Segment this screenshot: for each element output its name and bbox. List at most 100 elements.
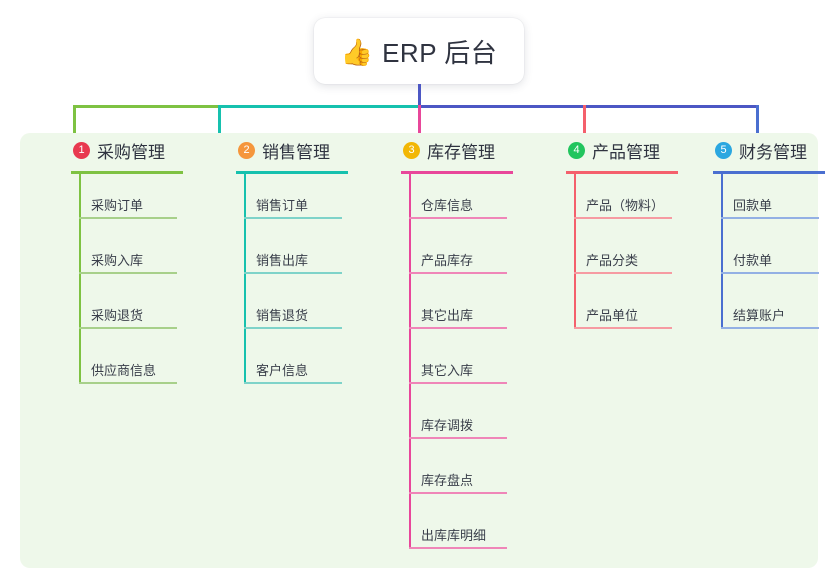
- branch-badge-inventory: 3: [403, 141, 420, 159]
- branch-badge-sales: 2: [238, 141, 255, 159]
- leaf-node[interactable]: 结算账户: [721, 303, 819, 329]
- leaf-node[interactable]: 采购入库: [79, 248, 177, 274]
- leaf-node-label: 回款单: [733, 198, 773, 213]
- bus-segment-inventory: [418, 105, 756, 108]
- branch-column-purchasing: 1 采购管理采购订单采购入库采购退货供应商信息: [53, 133, 203, 384]
- branch-title-finance: 财务管理: [739, 142, 807, 162]
- leaf-node-rule: [79, 272, 177, 274]
- leaf-node-rule: [409, 492, 507, 494]
- branch-badge-product: 4: [568, 141, 585, 159]
- leaf-node[interactable]: 库存盘点: [409, 468, 507, 494]
- branch-leg-product: [583, 105, 586, 140]
- leaf-node-rule: [574, 272, 672, 274]
- leaf-node-rule: [574, 327, 672, 329]
- branch-spine-finance: [721, 171, 723, 329]
- branch-leg-purchasing: [73, 105, 76, 140]
- bus-segment-sales: [218, 105, 418, 108]
- leaf-node[interactable]: 供应商信息: [79, 358, 177, 384]
- leaf-node-rule: [79, 217, 177, 219]
- branch-title-sales: 销售管理: [262, 142, 330, 162]
- leaf-node-label: 产品库存: [421, 253, 474, 268]
- leaf-node-label: 仓库信息: [421, 198, 474, 213]
- branches-panel: 1 采购管理采购订单采购入库采购退货供应商信息 2 销售管理销售订单销售出库销售退货客…: [20, 133, 825, 568]
- branch-column-sales: 2 销售管理销售订单销售出库销售退货客户信息: [218, 133, 368, 384]
- leaf-node-rule: [721, 272, 819, 274]
- branch-badge-finance: 5: [715, 141, 732, 159]
- leaf-node-rule: [79, 382, 177, 384]
- leaf-node-rule: [721, 327, 819, 329]
- leaf-node[interactable]: 销售出库: [244, 248, 342, 274]
- branch-header-purchasing[interactable]: 1 采购管理: [53, 133, 203, 167]
- leaf-node-rule: [244, 327, 342, 329]
- leaf-node[interactable]: 产品（物料）: [574, 193, 672, 219]
- branch-column-inventory: 3 库存管理仓库信息产品库存其它出库其它入库库存调拨库存盘点出库库明细: [383, 133, 533, 549]
- branch-header-inventory[interactable]: 3 库存管理: [383, 133, 533, 167]
- branch-spine-sales: [244, 171, 246, 384]
- branch-title-purchasing: 采购管理: [97, 142, 165, 162]
- leaf-node-rule: [244, 382, 342, 384]
- leaf-node-label: 库存盘点: [421, 473, 474, 488]
- branch-header-finance[interactable]: 5 财务管理: [695, 133, 839, 167]
- leaf-node-label: 产品分类: [586, 253, 639, 268]
- thumbs-up-icon: 👍: [340, 37, 374, 67]
- branch-rule-finance: [713, 171, 825, 174]
- leaf-node-label: 采购入库: [91, 253, 144, 268]
- leaf-node[interactable]: 其它入库: [409, 358, 507, 384]
- leaf-node-rule: [574, 217, 672, 219]
- leaf-node-rule: [409, 547, 507, 549]
- branch-badge-purchasing: 1: [73, 141, 90, 159]
- branch-title-product: 产品管理: [592, 142, 660, 162]
- leaf-node[interactable]: 出库库明细: [409, 523, 507, 549]
- leaf-node[interactable]: 仓库信息: [409, 193, 507, 219]
- leaf-node-label: 结算账户: [733, 308, 786, 323]
- branch-rule-purchasing: [71, 171, 183, 174]
- leaf-node-rule: [244, 272, 342, 274]
- branch-leg-inventory: [418, 105, 421, 140]
- leaf-node[interactable]: 销售退货: [244, 303, 342, 329]
- leaf-node-label: 供应商信息: [91, 363, 157, 378]
- leaf-node-label: 库存调拨: [421, 418, 474, 433]
- branch-leg-finance: [756, 105, 759, 140]
- leaf-node[interactable]: 回款单: [721, 193, 819, 219]
- leaf-node-label: 产品（物料）: [586, 198, 665, 213]
- leaf-node-rule: [409, 382, 507, 384]
- branch-rule-inventory: [401, 171, 513, 174]
- branch-header-sales[interactable]: 2 销售管理: [218, 133, 368, 167]
- leaf-node-rule: [409, 327, 507, 329]
- leaf-node-label: 产品单位: [586, 308, 639, 323]
- leaf-node-label: 采购退货: [91, 308, 144, 323]
- leaf-node-label: 销售订单: [256, 198, 309, 213]
- leaf-node-label: 其它出库: [421, 308, 474, 323]
- leaf-node[interactable]: 库存调拨: [409, 413, 507, 439]
- leaf-node-label: 其它入库: [421, 363, 474, 378]
- leaf-node-label: 销售退货: [256, 308, 309, 323]
- leaf-node-rule: [409, 272, 507, 274]
- leaf-node[interactable]: 产品库存: [409, 248, 507, 274]
- branch-spine-inventory: [409, 171, 411, 549]
- leaf-node[interactable]: 其它出库: [409, 303, 507, 329]
- leaf-node[interactable]: 产品单位: [574, 303, 672, 329]
- branch-header-product[interactable]: 4 产品管理: [548, 133, 698, 167]
- leaf-node[interactable]: 销售订单: [244, 193, 342, 219]
- root-node[interactable]: 👍 ERP 后台: [314, 18, 524, 84]
- leaf-node-rule: [409, 437, 507, 439]
- branch-title-inventory: 库存管理: [427, 142, 495, 162]
- leaf-node[interactable]: 付款单: [721, 248, 819, 274]
- leaf-node-rule: [79, 327, 177, 329]
- leaf-node[interactable]: 产品分类: [574, 248, 672, 274]
- branch-rule-sales: [236, 171, 348, 174]
- branch-column-product: 4 产品管理产品（物料） 产品分类产品单位: [548, 133, 698, 329]
- leaf-node[interactable]: 采购订单: [79, 193, 177, 219]
- leaf-node-label: 采购订单: [91, 198, 144, 213]
- branch-rule-product: [566, 171, 678, 174]
- branch-column-finance: 5 财务管理回款单付款单结算账户: [695, 133, 839, 329]
- leaf-node-rule: [721, 217, 819, 219]
- leaf-node[interactable]: 采购退货: [79, 303, 177, 329]
- leaf-node[interactable]: 客户信息: [244, 358, 342, 384]
- branch-spine-product: [574, 171, 576, 329]
- leaf-node-label: 出库库明细: [421, 528, 487, 543]
- bus-segment-purchasing: [73, 105, 218, 108]
- branch-spine-purchasing: [79, 171, 81, 384]
- leaf-node-label: 销售出库: [256, 253, 309, 268]
